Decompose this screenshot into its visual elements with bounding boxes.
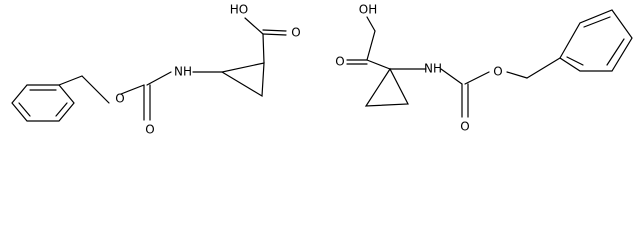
- right-benzene-double-2: [606, 38, 625, 66]
- left-ester-bond-1: [120, 84, 145, 95]
- left-carbonyl-o-label: O: [291, 26, 300, 40]
- left-acid-double-bond: [262, 29, 287, 32]
- right-ester-bond: [506, 71, 528, 79]
- left-cyclopropane: [220, 62, 265, 98]
- structure-right: OH O NH O O: [335, 3, 633, 134]
- right-cyclopropane: [364, 67, 409, 107]
- left-carbamate-o-label: O: [115, 92, 124, 106]
- right-acid-bond-1: [366, 30, 376, 61]
- right-ring-bond-1: [366, 59, 391, 70]
- left-acid-oh-bond: [244, 17, 264, 35]
- right-amine-label: NH: [424, 62, 442, 76]
- right-benzene-ring: [559, 9, 633, 72]
- left-ester-o-label: O: [145, 123, 154, 137]
- right-ester-o-label: O: [493, 65, 502, 79]
- left-ch2-bond: [81, 75, 110, 104]
- right-ch2-bond: [526, 57, 561, 79]
- left-acid-bond-2: [262, 33, 287, 36]
- left-amine-label: NH: [174, 65, 192, 79]
- chemical-structures-diagram: O O NH O HO OH O NH O O: [0, 0, 641, 151]
- right-carbamate-bond-2: [464, 71, 490, 85]
- structure-left: O O NH O HO: [11, 3, 301, 137]
- right-carbamate-o-label: O: [460, 120, 469, 134]
- right-carbamate-bond-1: [440, 68, 463, 85]
- right-benzene-double-1: [583, 16, 611, 28]
- left-carbamate-n-bond: [146, 71, 172, 86]
- right-carbonyl-o-label: O: [335, 55, 344, 69]
- left-benzyl-bond: [58, 75, 83, 86]
- right-oh-label: OH: [359, 3, 377, 17]
- left-acid-bond-1: [262, 33, 265, 64]
- right-acid-bond-2: [366, 16, 376, 32]
- right-benzene-double-3: [566, 56, 584, 66]
- diagram-background: [0, 0, 641, 151]
- left-oh-label: HO: [230, 3, 248, 17]
